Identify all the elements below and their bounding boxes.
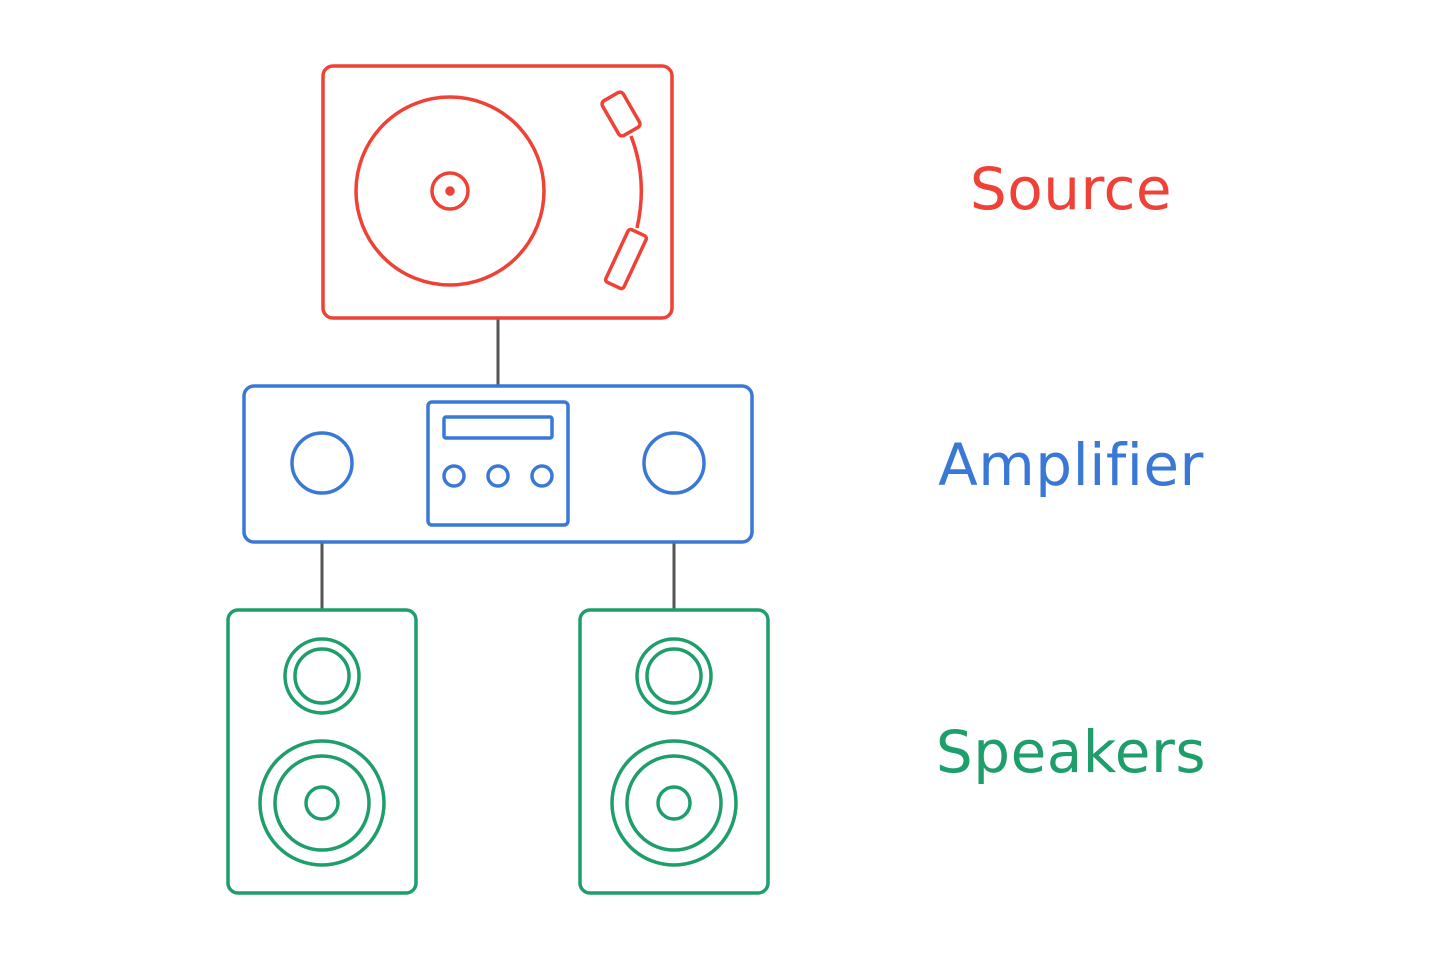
speaker-left-icon [226, 608, 418, 895]
speaker-right-icon [578, 608, 770, 895]
connectors [320, 318, 676, 610]
amplifier-label: Amplifier [938, 431, 1204, 499]
turntable-icon [321, 64, 674, 320]
source-label: Source [969, 155, 1173, 223]
amplifier-icon [242, 384, 754, 544]
speakers-label: Speakers [935, 718, 1207, 786]
